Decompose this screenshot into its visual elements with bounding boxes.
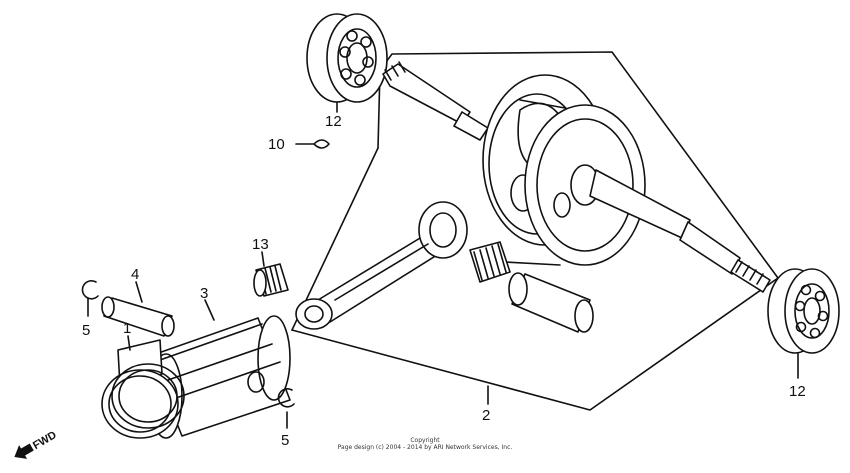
crankshaft <box>382 61 771 293</box>
crank-pin <box>508 272 594 333</box>
copyright-line-2: Page design (c) 2004 - 2014 by ARI Netwo… <box>337 444 513 451</box>
circlip-lower <box>277 387 295 408</box>
woodruff-key <box>295 139 330 149</box>
callout-4: 4 <box>131 266 139 283</box>
needle-bearing-small-end <box>253 263 289 297</box>
piston-pin <box>101 296 175 337</box>
copyright-line-1: Copyright <box>410 437 440 444</box>
connecting-rod <box>295 201 468 330</box>
circlip-upper <box>81 279 99 300</box>
callout-3: 3 <box>200 285 208 302</box>
piston-rings <box>101 339 185 439</box>
callout-5-upper: 5 <box>82 322 90 339</box>
callout-1: 1 <box>123 320 131 337</box>
callout-13: 13 <box>252 236 269 253</box>
bearing-lower <box>767 268 840 354</box>
callout-12-lower: 12 <box>789 383 806 400</box>
callout-5-lower: 5 <box>281 432 289 449</box>
needle-bearing-big-end <box>469 241 511 283</box>
callout-10: 10 <box>268 136 285 153</box>
callout-12-upper: 12 <box>325 113 342 130</box>
bearing-upper <box>306 13 388 103</box>
callout-2: 2 <box>482 407 490 424</box>
